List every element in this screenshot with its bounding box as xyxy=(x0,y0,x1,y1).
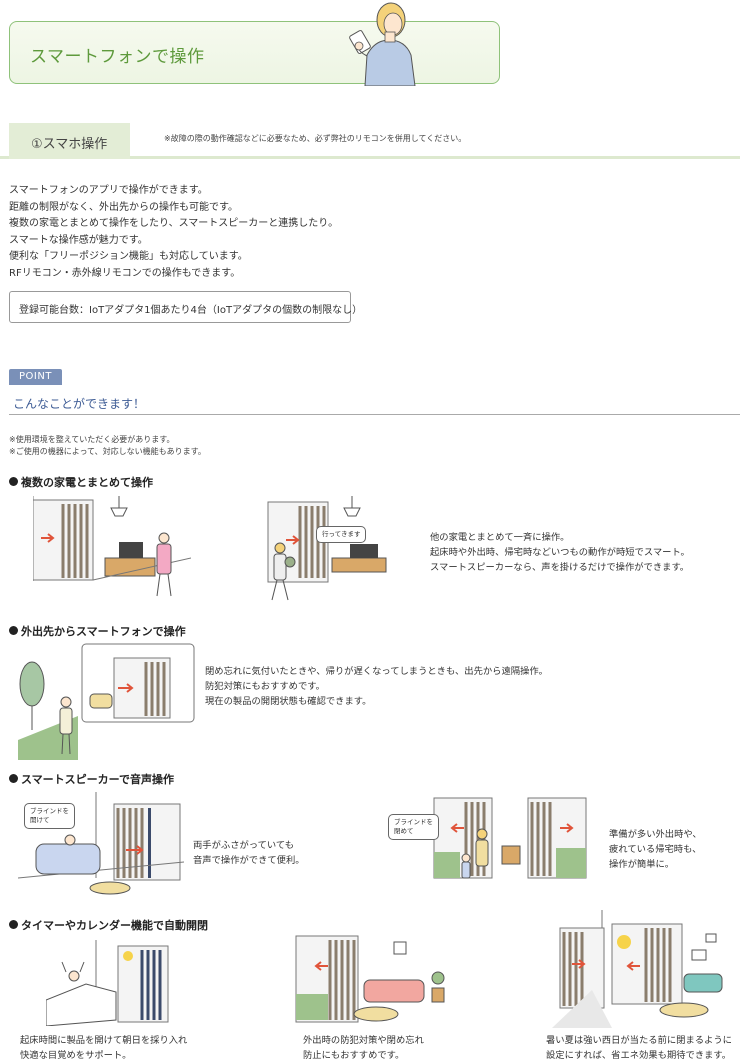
living-room-illustration xyxy=(33,496,191,597)
feature-description: 他の家電とまとめて一斉に操作。 起床時や外出時、帰宅時などいつもの動作が時短でス… xyxy=(430,530,690,575)
caption-line: 防止にもおすすめです。 xyxy=(303,1050,405,1061)
intro-line: 距離の制限がなく、外出先からの操作も可能です。 xyxy=(9,201,238,213)
desc-line: 防犯対策にもおすすめです。 xyxy=(205,681,325,692)
caption-line: 快適な目覚めをサポート。 xyxy=(20,1050,132,1061)
feature-title: 外出先からスマートフォンで操作 xyxy=(21,625,186,638)
banner-title: スマートフォンで操作 xyxy=(30,47,205,67)
feature-description: 準備が多い外出時や、 疲れている帰宅時も、 操作が簡単に。 xyxy=(609,827,702,872)
caption-line: 起床時間に製品を開けて朝日を採り入れ xyxy=(20,1035,188,1046)
bullet-dot-icon xyxy=(9,477,18,486)
registration-count-box: 登録可能台数：IoTアダプタ1個あたり4台（IoTアダプタの個数の制限なし） xyxy=(9,291,362,323)
speech-bubble: 行ってきます xyxy=(316,526,367,543)
desc-line: 音声で操作ができて便利。 xyxy=(193,855,305,866)
timer-caption-1: 起床時間に製品を開けて朝日を採り入れ 快適な目覚めをサポート。 xyxy=(20,1033,187,1063)
desc-line: 準備が多い外出時や、 xyxy=(609,829,702,840)
intro-line: 複数の家電とまとめて操作をしたり、スマートスピーカーと連携したり。 xyxy=(9,218,339,230)
bubble-line: 開けて xyxy=(30,816,50,824)
voice-sofa-illustration xyxy=(18,792,184,895)
desc-line: 閉め忘れに気付いたときや、帰りが遅くなってしまうときも、出先から遠隔操作。 xyxy=(205,666,548,677)
caption-line: 設定にすれば、省エネ効果も期待できます。 xyxy=(546,1050,732,1061)
voice-family-illustration xyxy=(433,797,587,879)
desc-line: スマートスピーカーなら、声を掛けるだけで操作ができます。 xyxy=(430,562,690,573)
bullet-dot-icon xyxy=(9,626,18,635)
section-tab: ①スマホ操作 xyxy=(9,123,130,159)
desc-line: 操作が簡単に。 xyxy=(609,859,675,870)
intro-line: 便利な「フリーポジション機能」も対応しています。 xyxy=(9,251,248,263)
point-title: こんなことができます！ xyxy=(13,397,146,411)
desc-line: 他の家電とまとめて一斉に操作。 xyxy=(430,532,570,543)
bedroom-morning-illustration xyxy=(46,940,169,1026)
point-note: ※使用環境を整えていただく必要があります。 xyxy=(9,435,175,444)
feature-heading-remote: 外出先からスマートフォンで操作 xyxy=(9,623,186,639)
speech-bubble: ブラインドを 開けて xyxy=(24,803,75,829)
timer-caption-3: 暑い夏は強い西日が当たる前に閉まるように 設定にすれば、省エネ効果も期待できます… xyxy=(546,1033,732,1063)
bullet-dot-icon xyxy=(9,774,18,783)
section-note: ※故障の際の動作確認などに必要なため、必ず弊社のリモコンを併用してください。 xyxy=(164,134,467,143)
point-divider xyxy=(9,414,740,415)
leaving-home-illustration xyxy=(295,935,445,1023)
section-divider xyxy=(0,156,740,159)
bubble-line: ブラインドを xyxy=(394,818,433,826)
desc-line: 両手がふさがっていても xyxy=(193,840,295,851)
speech-bubble: ブラインドを 閉めて xyxy=(388,814,439,840)
page-banner: スマートフォンで操作 xyxy=(9,21,500,84)
bubble-line: ブラインドを xyxy=(30,807,69,815)
bubble-line: 閉めて xyxy=(394,827,414,835)
feature-description: 両手がふさがっていても 音声で操作ができて便利。 xyxy=(193,838,305,868)
caption-line: 外出時の防犯対策や閉め忘れ xyxy=(303,1035,424,1046)
summer-sunlight-illustration xyxy=(552,910,723,1028)
feature-heading-timer: タイマーやカレンダー機能で自動開閉 xyxy=(9,917,208,933)
point-tag-label: POINT xyxy=(19,371,52,382)
desc-line: 疲れている帰宅時も、 xyxy=(609,844,702,855)
feature-title: 複数の家電とまとめて操作 xyxy=(21,476,153,489)
woman-smartphone-illustration xyxy=(349,2,416,86)
feature-heading-voice: スマートスピーカーで音声操作 xyxy=(9,771,174,787)
intro-text: スマートフォンのアプリで操作ができます。 距離の制限がなく、外出先からの操作も可… xyxy=(9,183,338,283)
intro-line: スマートフォンのアプリで操作ができます。 xyxy=(9,185,208,196)
bullet-dot-icon xyxy=(9,920,18,929)
point-notes: ※使用環境を整えていただく必要があります。 ※ご使用の機器によって、対応しない機… xyxy=(9,434,206,457)
point-tag: POINT xyxy=(9,369,62,385)
point-note: ※ご使用の機器によって、対応しない機能もあります。 xyxy=(9,446,206,456)
feature-description: 閉め忘れに気付いたときや、帰りが遅くなってしまうときも、出先から遠隔操作。 防犯… xyxy=(205,664,548,709)
feature-title: スマートスピーカーで音声操作 xyxy=(21,773,175,786)
intro-line: RFリモコン・赤外線リモコンでの操作もできます。 xyxy=(9,267,241,279)
feature-title: タイマーやカレンダー機能で自動開閉 xyxy=(21,919,208,932)
section-tab-label: ①スマホ操作 xyxy=(31,137,108,152)
registration-count-text: 登録可能台数：IoTアダプタ1個あたり4台（IoTアダプタの個数の制限なし） xyxy=(19,305,363,316)
caption-line: 暑い夏は強い西日が当たる前に閉まるように xyxy=(546,1035,732,1046)
desc-line: 起床時や外出時、帰宅時などいつもの動作が時短でスマート。 xyxy=(430,547,690,558)
desc-line: 現在の製品の開閉状態も確認できます。 xyxy=(205,696,372,707)
intro-line: スマートな操作感が魅力です。 xyxy=(9,234,148,246)
going-out-illustration xyxy=(267,496,387,601)
remote-operation-illustration xyxy=(18,643,195,760)
timer-caption-2: 外出時の防犯対策や閉め忘れ 防止にもおすすめです。 xyxy=(303,1033,424,1063)
feature-heading-multi-appliance: 複数の家電とまとめて操作 xyxy=(9,474,153,490)
